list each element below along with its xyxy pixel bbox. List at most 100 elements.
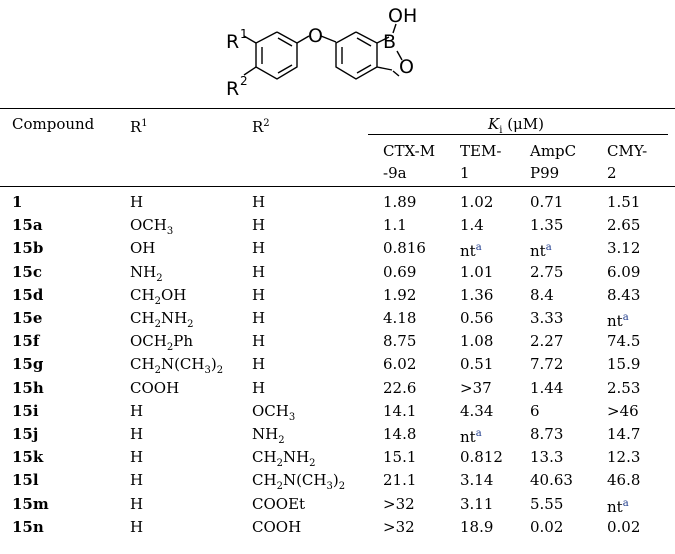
header-enzyme-cmy: CMY-2: [607, 140, 653, 184]
ki-value: 3.12: [607, 239, 641, 258]
r1-segment: H: [130, 401, 144, 420]
r2-segment: ): [332, 471, 339, 490]
header-enzyme-ampc: AmpC P99: [530, 140, 580, 184]
r2-segment: H: [252, 378, 266, 397]
r1-segment: H: [130, 517, 144, 536]
cell-r1: CH2NH2: [130, 308, 194, 335]
r1-segment: N(CH: [160, 355, 205, 374]
cell-r1: OCH2Ph: [130, 331, 193, 358]
ki-value: 8.43: [607, 285, 641, 304]
r1-segment: H: [130, 448, 144, 467]
cell-ki-ctx: 0.816: [383, 238, 426, 258]
cell-ki-ampc: 0.71: [530, 192, 563, 212]
ki-value: 6.09: [607, 262, 641, 281]
r1-label: R: [226, 31, 239, 53]
cell-r2: NH2: [252, 424, 285, 451]
cell-ki-cmy: nta: [607, 494, 629, 517]
r1-segment: 3: [166, 226, 174, 238]
ki-value: 74.5: [607, 332, 641, 351]
cell-ki-tem: >37: [460, 378, 492, 398]
header-enzyme-tem-label: TEM-1: [460, 142, 502, 182]
ki-value: 1.4: [460, 216, 484, 235]
header-ki-symbol: K: [488, 115, 500, 133]
ki-value: nt: [530, 242, 546, 261]
cell-r1: NH2: [130, 262, 163, 289]
r2-segment: H: [252, 262, 266, 281]
ki-value: >37: [460, 378, 492, 397]
cell-r1: H: [130, 424, 143, 444]
ki-value: nt: [460, 242, 476, 261]
ki-value: 1.92: [383, 285, 417, 304]
r1-segment: ): [210, 355, 217, 374]
cell-r2: H: [252, 238, 265, 258]
cell-r2: H: [252, 331, 265, 351]
cell-r2: CH2NH2: [252, 447, 316, 474]
ki-value: 1.08: [460, 332, 494, 351]
r1-segment: CH: [130, 309, 155, 327]
cell-compound: 15f: [12, 332, 40, 351]
r1-segment: OH: [160, 285, 187, 304]
r2-segment: 3: [288, 411, 296, 423]
ki-value: 0.69: [383, 262, 417, 281]
ki-group-rule: [368, 134, 668, 135]
r1-segment: H: [130, 425, 144, 443]
footnote-marker[interactable]: a: [545, 242, 552, 254]
ether-oxygen: O: [308, 25, 323, 47]
header-enzyme-ctx-label: CTX-M-9a: [383, 142, 436, 182]
cell-ki-ctx: 8.75: [383, 331, 416, 351]
ki-value: 6: [530, 401, 540, 420]
ki-value: 3.33: [530, 309, 564, 327]
cell-ki-ampc: 5.55: [530, 494, 563, 514]
r1-segment: H: [130, 193, 144, 211]
ki-value: 14.7: [607, 425, 641, 443]
cell-r2: COOEt: [252, 494, 305, 514]
footnote-marker[interactable]: a: [475, 428, 482, 439]
ki-value: 8.75: [383, 332, 417, 351]
footnote-marker[interactable]: a: [622, 497, 629, 509]
cell-ki-cmy: >46: [607, 401, 639, 421]
cell-ki-ampc: 6: [530, 401, 540, 421]
r1-superscript: 1: [240, 27, 248, 41]
ki-value: 14.8: [383, 425, 417, 443]
r1-segment: Ph: [173, 332, 193, 351]
r2-segment: N(CH: [282, 471, 327, 490]
cell-ki-ctx: 14.1: [383, 401, 416, 421]
ki-value: 1.36: [460, 285, 494, 304]
r2-segment: H: [252, 355, 266, 374]
r2-segment: 2: [278, 435, 285, 446]
cell-ki-cmy: 6.09: [607, 262, 640, 282]
cell-r1: CH2N(CH3)2: [130, 354, 223, 381]
cell-ki-ctx: 15.1: [383, 447, 416, 467]
cell-ki-tem: nta: [460, 238, 482, 261]
cell-ki-tem: nta: [460, 424, 482, 447]
ki-value: 2.53: [607, 378, 641, 397]
r1-segment: H: [130, 471, 144, 490]
r1-segment: H: [130, 494, 144, 513]
r2-segment: COOEt: [252, 494, 306, 513]
header-compound: Compound: [12, 114, 94, 134]
r2-segment: NH: [252, 425, 279, 443]
cell-compound: 15a: [12, 216, 43, 235]
cell-ki-ampc: 0.02: [530, 517, 563, 537]
chemical-structure: R 1 R 2 O OH B O: [226, 5, 417, 100]
cell-r1: H: [130, 470, 143, 490]
ki-value: 3.14: [460, 471, 494, 490]
cell-compound: 15d: [12, 285, 44, 304]
ki-value: 8.73: [530, 425, 564, 443]
boron-atom: B: [383, 31, 396, 53]
ki-value: 1.1: [383, 216, 407, 235]
cell-r1: H: [130, 192, 143, 212]
cell-ki-cmy: 74.5: [607, 331, 640, 351]
ki-value: nt: [460, 428, 476, 446]
cell-compound: 15b: [12, 239, 44, 258]
cell-ki-ctx: 4.18: [383, 308, 416, 328]
footnote-marker[interactable]: a: [475, 242, 482, 254]
header-r2: R2: [252, 114, 270, 137]
cell-compound: 15n: [12, 517, 44, 536]
cell-compound: 1: [12, 193, 23, 211]
r2-segment: 3: [326, 481, 333, 493]
header-enzyme-tem: TEM-1: [460, 140, 504, 184]
ki-value: 46.8: [607, 471, 641, 490]
footnote-marker[interactable]: a: [622, 312, 629, 323]
cell-ki-cmy: 2.65: [607, 215, 640, 235]
